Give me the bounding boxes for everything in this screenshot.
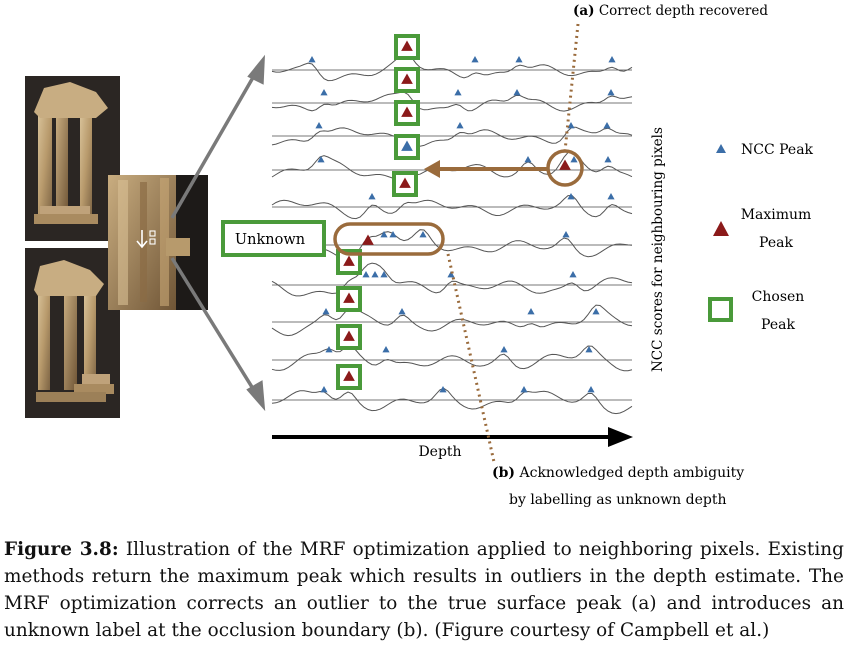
ncc-plot-rows xyxy=(271,34,633,415)
zoomed-patch-image xyxy=(108,175,208,310)
peak-marker xyxy=(320,386,328,393)
annotation-b-line2: by labelling as unknown depth xyxy=(509,492,727,508)
annotation-a: (a) Correct depth recovered xyxy=(573,3,768,19)
peak-marker xyxy=(608,56,616,63)
caption-label: Figure 3.8: xyxy=(4,539,119,560)
legend-maximum-peak-label-1: Maximum xyxy=(741,207,812,223)
depth-axis-label: Depth xyxy=(418,444,461,460)
correction-arrow xyxy=(424,160,548,178)
peak-marker xyxy=(401,106,413,117)
ruins-image-top xyxy=(25,76,120,241)
peak-marker xyxy=(401,40,413,51)
annotation-a-letter: (a) xyxy=(573,3,595,19)
peak-marker xyxy=(399,177,411,188)
peak-marker xyxy=(325,346,333,353)
figure: Depth NCC scores for neighbouring pixels… xyxy=(25,3,814,508)
peak-marker xyxy=(368,193,376,200)
unknown-label-box xyxy=(221,220,326,257)
peak-marker xyxy=(456,122,464,129)
peak-marker xyxy=(607,89,615,96)
peak-marker xyxy=(389,231,397,238)
peak-marker xyxy=(398,308,406,315)
peak-marker xyxy=(567,193,575,200)
ncc-waveform xyxy=(271,229,633,259)
peak-marker xyxy=(343,292,355,303)
peak-marker xyxy=(471,56,479,63)
unknown-label: Unknown xyxy=(235,232,305,248)
ncc-waveform xyxy=(271,52,633,82)
ncc-waveform xyxy=(271,387,633,415)
peak-marker xyxy=(401,73,413,84)
peak-marker xyxy=(322,308,330,315)
peak-marker xyxy=(317,156,325,163)
peak-marker xyxy=(320,89,328,96)
peak-marker xyxy=(607,193,615,200)
peak-marker xyxy=(513,89,521,96)
peak-marker xyxy=(343,255,355,266)
ncc-waveform xyxy=(271,91,633,112)
peak-marker xyxy=(362,234,374,245)
peak-marker xyxy=(315,122,323,129)
ncc-waveform xyxy=(271,304,633,337)
peak-marker xyxy=(382,346,390,353)
peak-marker xyxy=(371,271,379,278)
peak-marker xyxy=(447,271,455,278)
peak-marker xyxy=(454,89,462,96)
peak-marker xyxy=(570,156,578,163)
legend-maximum-peak-icon xyxy=(713,221,729,236)
peak-marker xyxy=(362,271,370,278)
peak-marker xyxy=(527,308,535,315)
annotation-b-text: Acknowledged depth ambiguity xyxy=(515,465,744,481)
peak-marker xyxy=(308,56,316,63)
vertical-axis-label: NCC scores for neighbouring pixels xyxy=(650,127,666,372)
peak-marker xyxy=(524,156,532,163)
peak-marker xyxy=(380,231,388,238)
annotation-b-letter: (b) xyxy=(492,465,515,481)
peak-marker xyxy=(592,308,600,315)
peak-marker xyxy=(585,346,593,353)
ncc-waveform xyxy=(271,126,633,147)
peak-marker xyxy=(343,370,355,381)
legend-maximum-peak-label-2: Peak xyxy=(759,235,793,251)
peak-marker xyxy=(520,386,528,393)
caption-text: Illustration of the MRF optimization app… xyxy=(4,539,844,641)
zoom-arrows xyxy=(170,54,266,412)
legend-chosen-peak-label-1: Chosen xyxy=(752,289,805,305)
peak-marker xyxy=(419,231,427,238)
peak-marker xyxy=(401,140,413,151)
peak-marker xyxy=(562,231,570,238)
legend: NCC Peak Maximum Peak Chosen Peak xyxy=(708,142,814,333)
peak-marker xyxy=(439,386,447,393)
peak-marker xyxy=(603,122,611,129)
ncc-waveform xyxy=(271,262,633,297)
figure-caption: Figure 3.8: Illustration of the MRF opti… xyxy=(4,536,844,644)
ruins-image-bottom xyxy=(25,248,120,418)
legend-chosen-peak-label-2: Peak xyxy=(761,317,795,333)
legend-chosen-peak-icon xyxy=(708,297,733,322)
peak-marker xyxy=(515,56,523,63)
peak-marker xyxy=(587,386,595,393)
ambiguity-outline xyxy=(333,222,445,256)
dotted-connector-a xyxy=(563,23,580,152)
peak-marker xyxy=(559,159,571,170)
peak-marker xyxy=(380,271,388,278)
peak-marker xyxy=(604,156,612,163)
annotation-a-text: Correct depth recovered xyxy=(595,3,769,19)
depth-axis xyxy=(272,427,633,447)
legend-ncc-peak-icon xyxy=(716,144,726,153)
peak-marker xyxy=(567,122,575,129)
peak-marker xyxy=(569,271,577,278)
peak-marker xyxy=(500,346,508,353)
legend-ncc-peak-label: NCC Peak xyxy=(741,142,814,158)
peak-marker xyxy=(343,330,355,341)
annotation-b: (b) Acknowledged depth ambiguity xyxy=(492,465,744,481)
ncc-waveform xyxy=(271,345,633,372)
